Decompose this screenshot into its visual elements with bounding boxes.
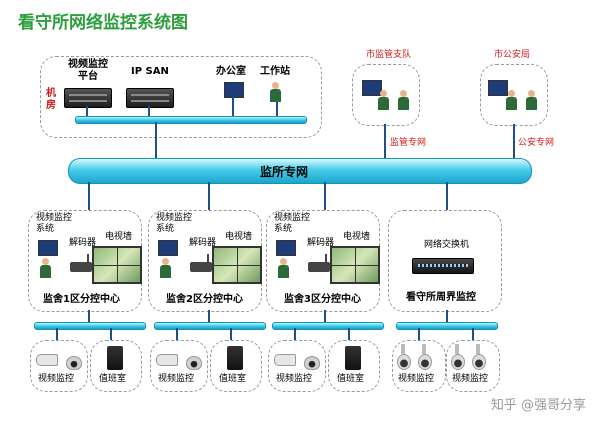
perimeter-switch-label: 网络交换机 xyxy=(424,240,470,250)
center2-monitor-icon xyxy=(158,240,178,256)
center1-box-to-bus xyxy=(88,310,90,322)
machine-room-to-backbone xyxy=(155,122,157,158)
center2-uplink xyxy=(208,182,210,210)
center3-bus-to-duty xyxy=(348,328,350,340)
supervision-network-label: 监管专网 xyxy=(390,138,427,148)
center3-video-system-label: 视频监控 系统 xyxy=(274,213,311,234)
center2-tv-wall-label: 电视墙 xyxy=(225,232,253,242)
center3-bus-to-cam xyxy=(294,328,296,340)
perimeter-switch-icon xyxy=(412,258,474,274)
watermark: 知乎 @强哥分享 xyxy=(490,398,586,413)
center2-video-system-label: 视频监控 系统 xyxy=(156,213,193,234)
center2-decoder-icon xyxy=(190,254,212,272)
workstation-label: 工作站 xyxy=(260,66,290,77)
city-police-operator2-icon xyxy=(526,90,537,110)
perimeter-ptz-camera2-icon xyxy=(418,344,432,370)
perimeter-bus xyxy=(396,322,498,330)
center3-tv-wall-label: 电视墙 xyxy=(343,232,371,242)
perimeter-camera2-label: 视频监控 xyxy=(452,374,489,384)
perimeter-camera1-label: 视频监控 xyxy=(398,374,435,384)
center2-box-to-bus xyxy=(208,310,210,322)
video-platform-label: 视频监控 平台 xyxy=(68,59,108,82)
center3-decoder-label: 解码器 xyxy=(307,238,335,248)
center1-decoder-icon xyxy=(70,254,92,272)
center2-camera-label: 视频监控 xyxy=(158,374,195,384)
center2-operator-icon xyxy=(160,258,171,278)
center3-box-to-bus xyxy=(324,310,326,322)
center1-camera-label: 视频监控 xyxy=(38,374,75,384)
center3-bullet-camera-icon xyxy=(274,354,296,366)
city-supervision-monitor-icon xyxy=(362,80,382,96)
city-supervision-label: 市监管支队 xyxy=(366,50,412,60)
police-link-line xyxy=(513,124,515,158)
center2-tv-wall-icon xyxy=(212,246,262,284)
ip-san-server-icon xyxy=(126,88,174,108)
backbone-label: 监所专网 xyxy=(260,165,309,179)
ip-san-uplink xyxy=(148,106,150,116)
center1-uplink xyxy=(88,182,90,210)
center2-decoder-label: 解码器 xyxy=(189,238,217,248)
center2-duty-pc-icon xyxy=(227,346,243,370)
center3-decoder-icon xyxy=(308,254,330,272)
workstation-operator-icon xyxy=(270,82,281,102)
center3-tv-wall-icon xyxy=(330,246,380,284)
center3-bus xyxy=(272,322,384,330)
city-supervision-operator-icon xyxy=(378,90,389,110)
perimeter-title: 看守所周界监控 xyxy=(406,292,476,303)
center1-tv-wall-icon xyxy=(92,246,142,284)
supervision-link-line xyxy=(384,124,386,158)
perimeter-bus-to-cam1 xyxy=(418,328,420,340)
center1-bus-to-duty xyxy=(110,328,112,340)
center2-bus-to-duty xyxy=(230,328,232,340)
center1-duty-pc-icon xyxy=(107,346,123,370)
center3-dome-camera-icon xyxy=(304,356,320,370)
center3-monitor-icon xyxy=(276,240,296,256)
police-network-label: 公安专网 xyxy=(518,138,555,148)
perimeter-ptz-camera3-icon xyxy=(451,344,465,370)
center2-duty-label: 值班室 xyxy=(219,374,247,384)
center3-operator-icon xyxy=(278,258,289,278)
center2-dome-camera-icon xyxy=(186,356,202,370)
center3-duty-label: 值班室 xyxy=(337,374,365,384)
office-label: 办公室 xyxy=(216,66,246,77)
office-uplink xyxy=(232,97,234,116)
perimeter-bus-to-cam2 xyxy=(472,328,474,340)
machine-room-label: 机房 xyxy=(46,88,56,111)
city-police-label: 市公安局 xyxy=(494,50,531,60)
center2-bus xyxy=(154,322,266,330)
diagram-title: 看守所网络监控系统图 xyxy=(18,13,188,33)
center3-title: 监舍3区分控中心 xyxy=(284,294,361,305)
perimeter-ptz-camera4-icon xyxy=(472,344,486,370)
backbone-network-pipe xyxy=(68,158,532,184)
center3-duty-pc-icon xyxy=(345,346,361,370)
center2-bus-to-cam xyxy=(176,328,178,340)
center1-title: 监舍1区分控中心 xyxy=(43,294,120,305)
workstation-uplink xyxy=(276,102,278,116)
center1-monitor-icon xyxy=(38,240,58,256)
machine-room-bus xyxy=(75,116,307,124)
center1-operator-icon xyxy=(40,258,51,278)
center1-bullet-camera-icon xyxy=(36,354,58,366)
center1-video-system-label: 视频监控 系统 xyxy=(36,213,73,234)
center1-decoder-label: 解码器 xyxy=(69,238,97,248)
center1-bus-to-cam xyxy=(56,328,58,340)
center2-title: 监舍2区分控中心 xyxy=(166,294,243,305)
center3-camera-label: 视频监控 xyxy=(276,374,313,384)
center2-bullet-camera-icon xyxy=(156,354,178,366)
center1-duty-label: 值班室 xyxy=(99,374,127,384)
office-computer-icon xyxy=(224,82,244,98)
video-platform-server-icon xyxy=(64,88,112,108)
ip-san-label: IP SAN xyxy=(131,66,169,77)
machine-room-uplink xyxy=(86,106,88,116)
center1-dome-camera-icon xyxy=(66,356,82,370)
city-police-monitor-icon xyxy=(488,80,508,96)
city-police-operator-icon xyxy=(506,90,517,110)
perimeter-box-to-bus xyxy=(446,310,448,322)
center3-uplink xyxy=(324,182,326,210)
perimeter-ptz-camera1-icon xyxy=(397,344,411,370)
city-supervision-operator2-icon xyxy=(398,90,409,110)
center1-tv-wall-label: 电视墙 xyxy=(105,232,133,242)
center1-bus xyxy=(34,322,146,330)
perimeter-uplink xyxy=(446,182,448,210)
